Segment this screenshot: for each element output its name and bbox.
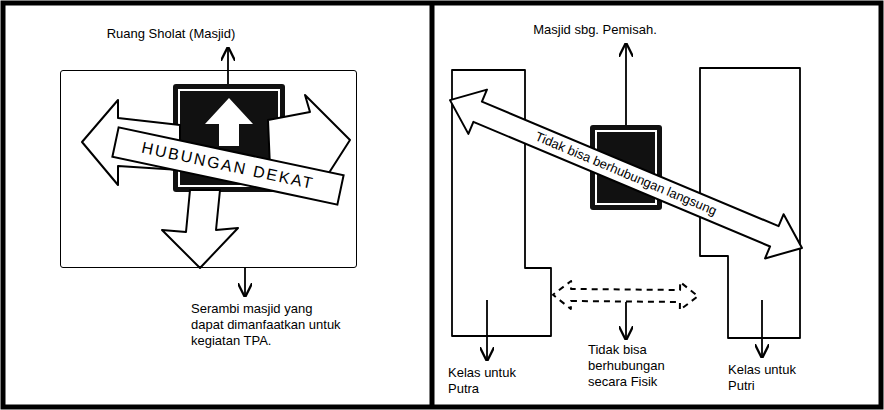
panel-divider — [430, 3, 435, 407]
prayer-hall: Masjid sbg. Pemisah. — [590, 125, 662, 210]
mosque-fill — [590, 125, 662, 210]
room-outline-path — [452, 70, 551, 336]
callout-group: Serambi masjid yang dapat dimanfaatkan u… — [191, 301, 341, 349]
outline-arrow — [268, 95, 350, 190]
relation-arrow — [553, 281, 698, 310]
room-outline — [698, 66, 802, 340]
outline-arrow — [162, 190, 238, 268]
callout-text: Masjid sbg. Pemisah. — [510, 22, 680, 38]
outer-frame — [3, 3, 881, 407]
leader-arrow — [244, 268, 246, 296]
mosque-inner-line — [596, 131, 656, 204]
leader-arrow — [761, 300, 763, 357]
leader-arrow — [486, 300, 488, 360]
room-box: Serambi masjid yang dapat dimanfaatkan u… — [60, 70, 357, 268]
callout-group: Kelas untuk Putri — [728, 362, 812, 394]
relation-band — [112, 127, 343, 204]
callout-group: Kelas untuk Putra — [448, 365, 532, 397]
arrow-label: Tidak bisa berhubungan secara Fisik — [588, 342, 668, 390]
mosque-inner-line — [179, 90, 279, 186]
prayer-hall: Ruang Sholat (Masjid) — [173, 84, 285, 192]
qibla-arrow — [205, 98, 253, 146]
room-outline-path — [700, 68, 800, 338]
relation-arrow — [450, 90, 802, 259]
callout-text: Kelas untuk Putri — [728, 362, 812, 394]
outline-arrow — [82, 100, 180, 185]
leader-arrow — [625, 44, 627, 126]
mosque-block — [590, 125, 662, 210]
callout-text: Ruang Sholat (Masjid) — [81, 26, 261, 42]
room-box: Kelas untuk Putri — [698, 66, 802, 340]
room-box: Kelas untuk Putra — [450, 68, 553, 338]
leader-arrow — [625, 302, 627, 339]
mosque-block — [173, 84, 285, 192]
callout-text: Kelas untuk Putra — [448, 365, 532, 397]
room-outline — [450, 68, 553, 338]
mosque-fill — [173, 84, 285, 192]
callout-text: Serambi masjid yang dapat dimanfaatkan u… — [191, 301, 341, 349]
leader-arrow — [227, 48, 229, 86]
callout-group: Masjid sbg. Pemisah. — [510, 22, 680, 38]
callout-group: Ruang Sholat (Masjid) — [81, 26, 261, 42]
